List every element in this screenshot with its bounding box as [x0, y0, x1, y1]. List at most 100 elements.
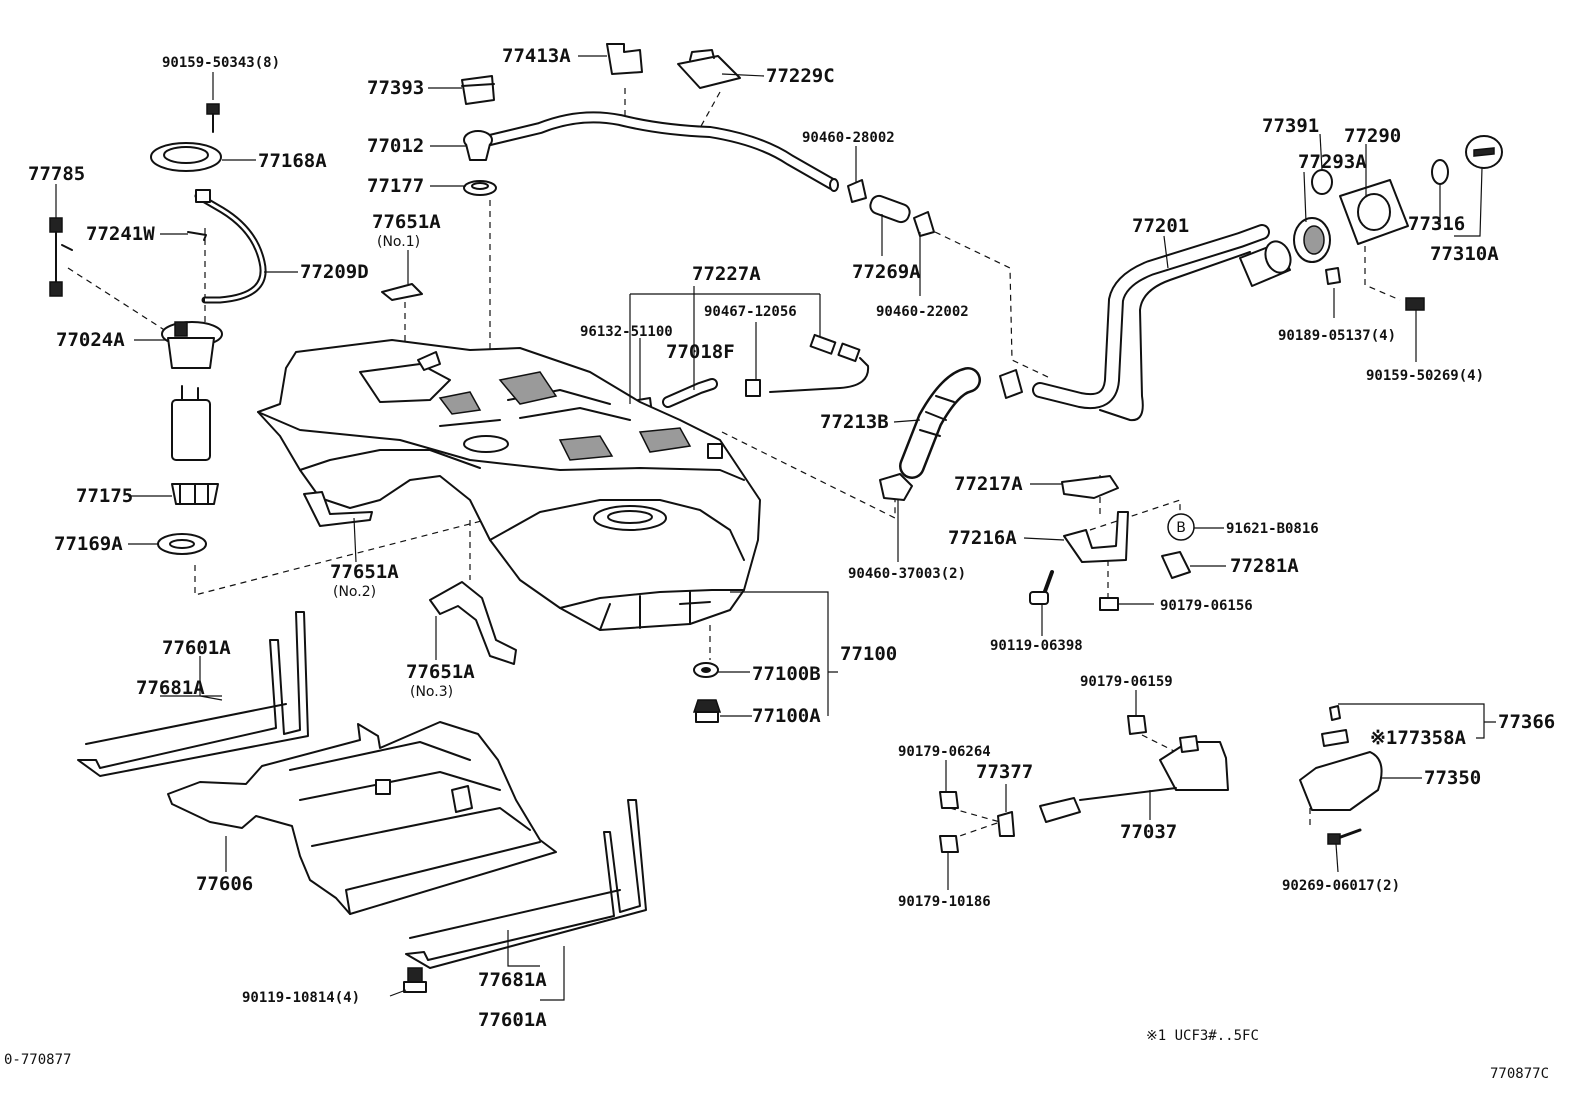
label-77241W: 77241W	[86, 223, 155, 245]
label-90159-50343: 90159-50343(8)	[162, 55, 280, 71]
filter-77175	[171, 483, 219, 505]
nut-90179-06156	[1099, 597, 1119, 611]
bolt-90119-06398	[1029, 570, 1054, 605]
sender-gauge-77785	[49, 217, 73, 297]
label-77316: 77316	[1408, 213, 1465, 235]
label-90460-22002: 90460-22002	[876, 304, 969, 320]
label-77601A-bottom: 77601A	[478, 1009, 547, 1031]
nut-90179-06159	[1127, 715, 1147, 735]
pad-77651A-no2	[303, 491, 373, 527]
label-77366: 77366	[1498, 711, 1555, 733]
clamp-hose-joint	[999, 369, 1023, 399]
label-77393: 77393	[367, 77, 424, 99]
label-90179-10186: 90179-10186	[898, 894, 991, 910]
label-77100B: 77100B	[752, 663, 821, 685]
filler-pipe-77201	[1032, 224, 1292, 422]
label-77413A: 77413A	[502, 45, 571, 67]
label-77209D: 77209D	[300, 261, 369, 283]
label-77785: 77785	[28, 163, 85, 185]
strap-77601A-bottom	[405, 799, 647, 969]
label-77177: 77177	[367, 175, 424, 197]
label-77012: 77012	[367, 135, 424, 157]
label-77100: 77100	[840, 643, 897, 665]
tube-77227A	[637, 333, 870, 417]
clamp-90460-28002	[847, 179, 867, 203]
label-90159-50269: 90159-50269(4)	[1366, 368, 1484, 384]
label-77269A: 77269A	[852, 261, 921, 283]
label-77350: 77350	[1424, 767, 1481, 789]
label-77201: 77201	[1132, 215, 1189, 237]
screw-90159-50269	[1405, 297, 1425, 311]
label-90269-06017: 90269-06017(2)	[1282, 878, 1400, 894]
label-77681A-top: 77681A	[136, 677, 205, 699]
label-77651A-no3: 77651A	[406, 661, 475, 683]
clamp-90460-37003	[879, 473, 913, 501]
vent-hose	[484, 111, 839, 192]
fuel-pump	[171, 385, 211, 461]
label-77024A: 77024A	[56, 329, 125, 351]
circle-b-letter: B	[1176, 520, 1186, 536]
label-77217A: 77217A	[954, 473, 1023, 495]
label-90179-06159: 90179-06159	[1080, 674, 1173, 690]
label-77310A: 77310A	[1430, 243, 1499, 265]
label-77227A: 77227A	[692, 263, 761, 285]
label-77391: 77391	[1262, 115, 1319, 137]
label-90119-06398: 90119-06398	[990, 638, 1083, 654]
filler-box-77290	[1339, 179, 1409, 245]
label-no2: (No.2)	[333, 584, 376, 600]
label-77358A: ※177358A	[1370, 727, 1467, 749]
label-no3: (No.3)	[410, 684, 453, 700]
clip-90189-05137	[1325, 267, 1341, 285]
footer: ※1 UCF3#..5FC 0-770877 770877C	[4, 1028, 1549, 1082]
part-labels: 90159-50343(8) 77393 77413A 77229C 77168…	[28, 45, 1555, 1031]
label-77293A: 77293A	[1298, 151, 1367, 173]
label-77651A-no2: 77651A	[330, 561, 399, 583]
label-77281A: 77281A	[1230, 555, 1299, 577]
footnote: ※1 UCF3#..5FC	[1146, 1028, 1259, 1044]
nut-90179-10186	[939, 835, 959, 853]
reference-bottom-left: 0-770877	[4, 1052, 71, 1068]
label-no1: (No.1)	[377, 234, 420, 250]
leader-lines	[55, 55, 1496, 1001]
label-77100A: 77100A	[752, 705, 821, 727]
pump-module-77024A	[161, 321, 223, 369]
circle-b-91621-B0816: B	[1167, 513, 1195, 541]
label-77681A-bottom: 77681A	[478, 969, 547, 991]
cap-77310A	[1465, 135, 1503, 169]
label-90460-28002: 90460-28002	[802, 130, 895, 146]
label-77601A-top: 77601A	[162, 637, 231, 659]
label-77213B: 77213B	[820, 411, 889, 433]
cap-77393	[461, 75, 495, 105]
label-77169A: 77169A	[54, 533, 123, 555]
valve-77012	[463, 130, 493, 161]
clamp-77413A	[606, 43, 643, 75]
clip-77377	[997, 811, 1015, 837]
spring-77358A	[1321, 729, 1349, 747]
label-90179-06156: 90179-06156	[1160, 598, 1253, 614]
clip-77366	[1329, 705, 1341, 721]
bracket-77217A	[1061, 475, 1119, 499]
label-90189-05137: 90189-05137(4)	[1278, 328, 1396, 344]
bolt-90119-10814	[403, 967, 427, 993]
protector-77606	[167, 721, 557, 915]
label-77229C: 77229C	[766, 65, 835, 87]
label-77216A: 77216A	[948, 527, 1017, 549]
bracket-77216A	[1063, 511, 1129, 563]
plug-77100A	[692, 699, 722, 723]
nut-90179-06264	[939, 791, 959, 809]
opener-77037	[1039, 735, 1229, 823]
label-77037: 77037	[1120, 821, 1177, 843]
grommet-77177	[463, 180, 497, 196]
clip-77241W	[187, 231, 207, 241]
label-77175: 77175	[76, 485, 133, 507]
clamp-77281A	[1161, 551, 1191, 579]
pad-77651A-no1	[381, 283, 423, 301]
hose-77213B	[899, 367, 981, 479]
fuel-lid-77350	[1299, 751, 1383, 811]
label-90179-06264: 90179-06264	[898, 744, 991, 760]
label-77018F: 77018F	[666, 341, 735, 363]
label-77606: 77606	[196, 873, 253, 895]
gasket-77169A	[157, 533, 207, 555]
label-77377: 77377	[976, 761, 1033, 783]
